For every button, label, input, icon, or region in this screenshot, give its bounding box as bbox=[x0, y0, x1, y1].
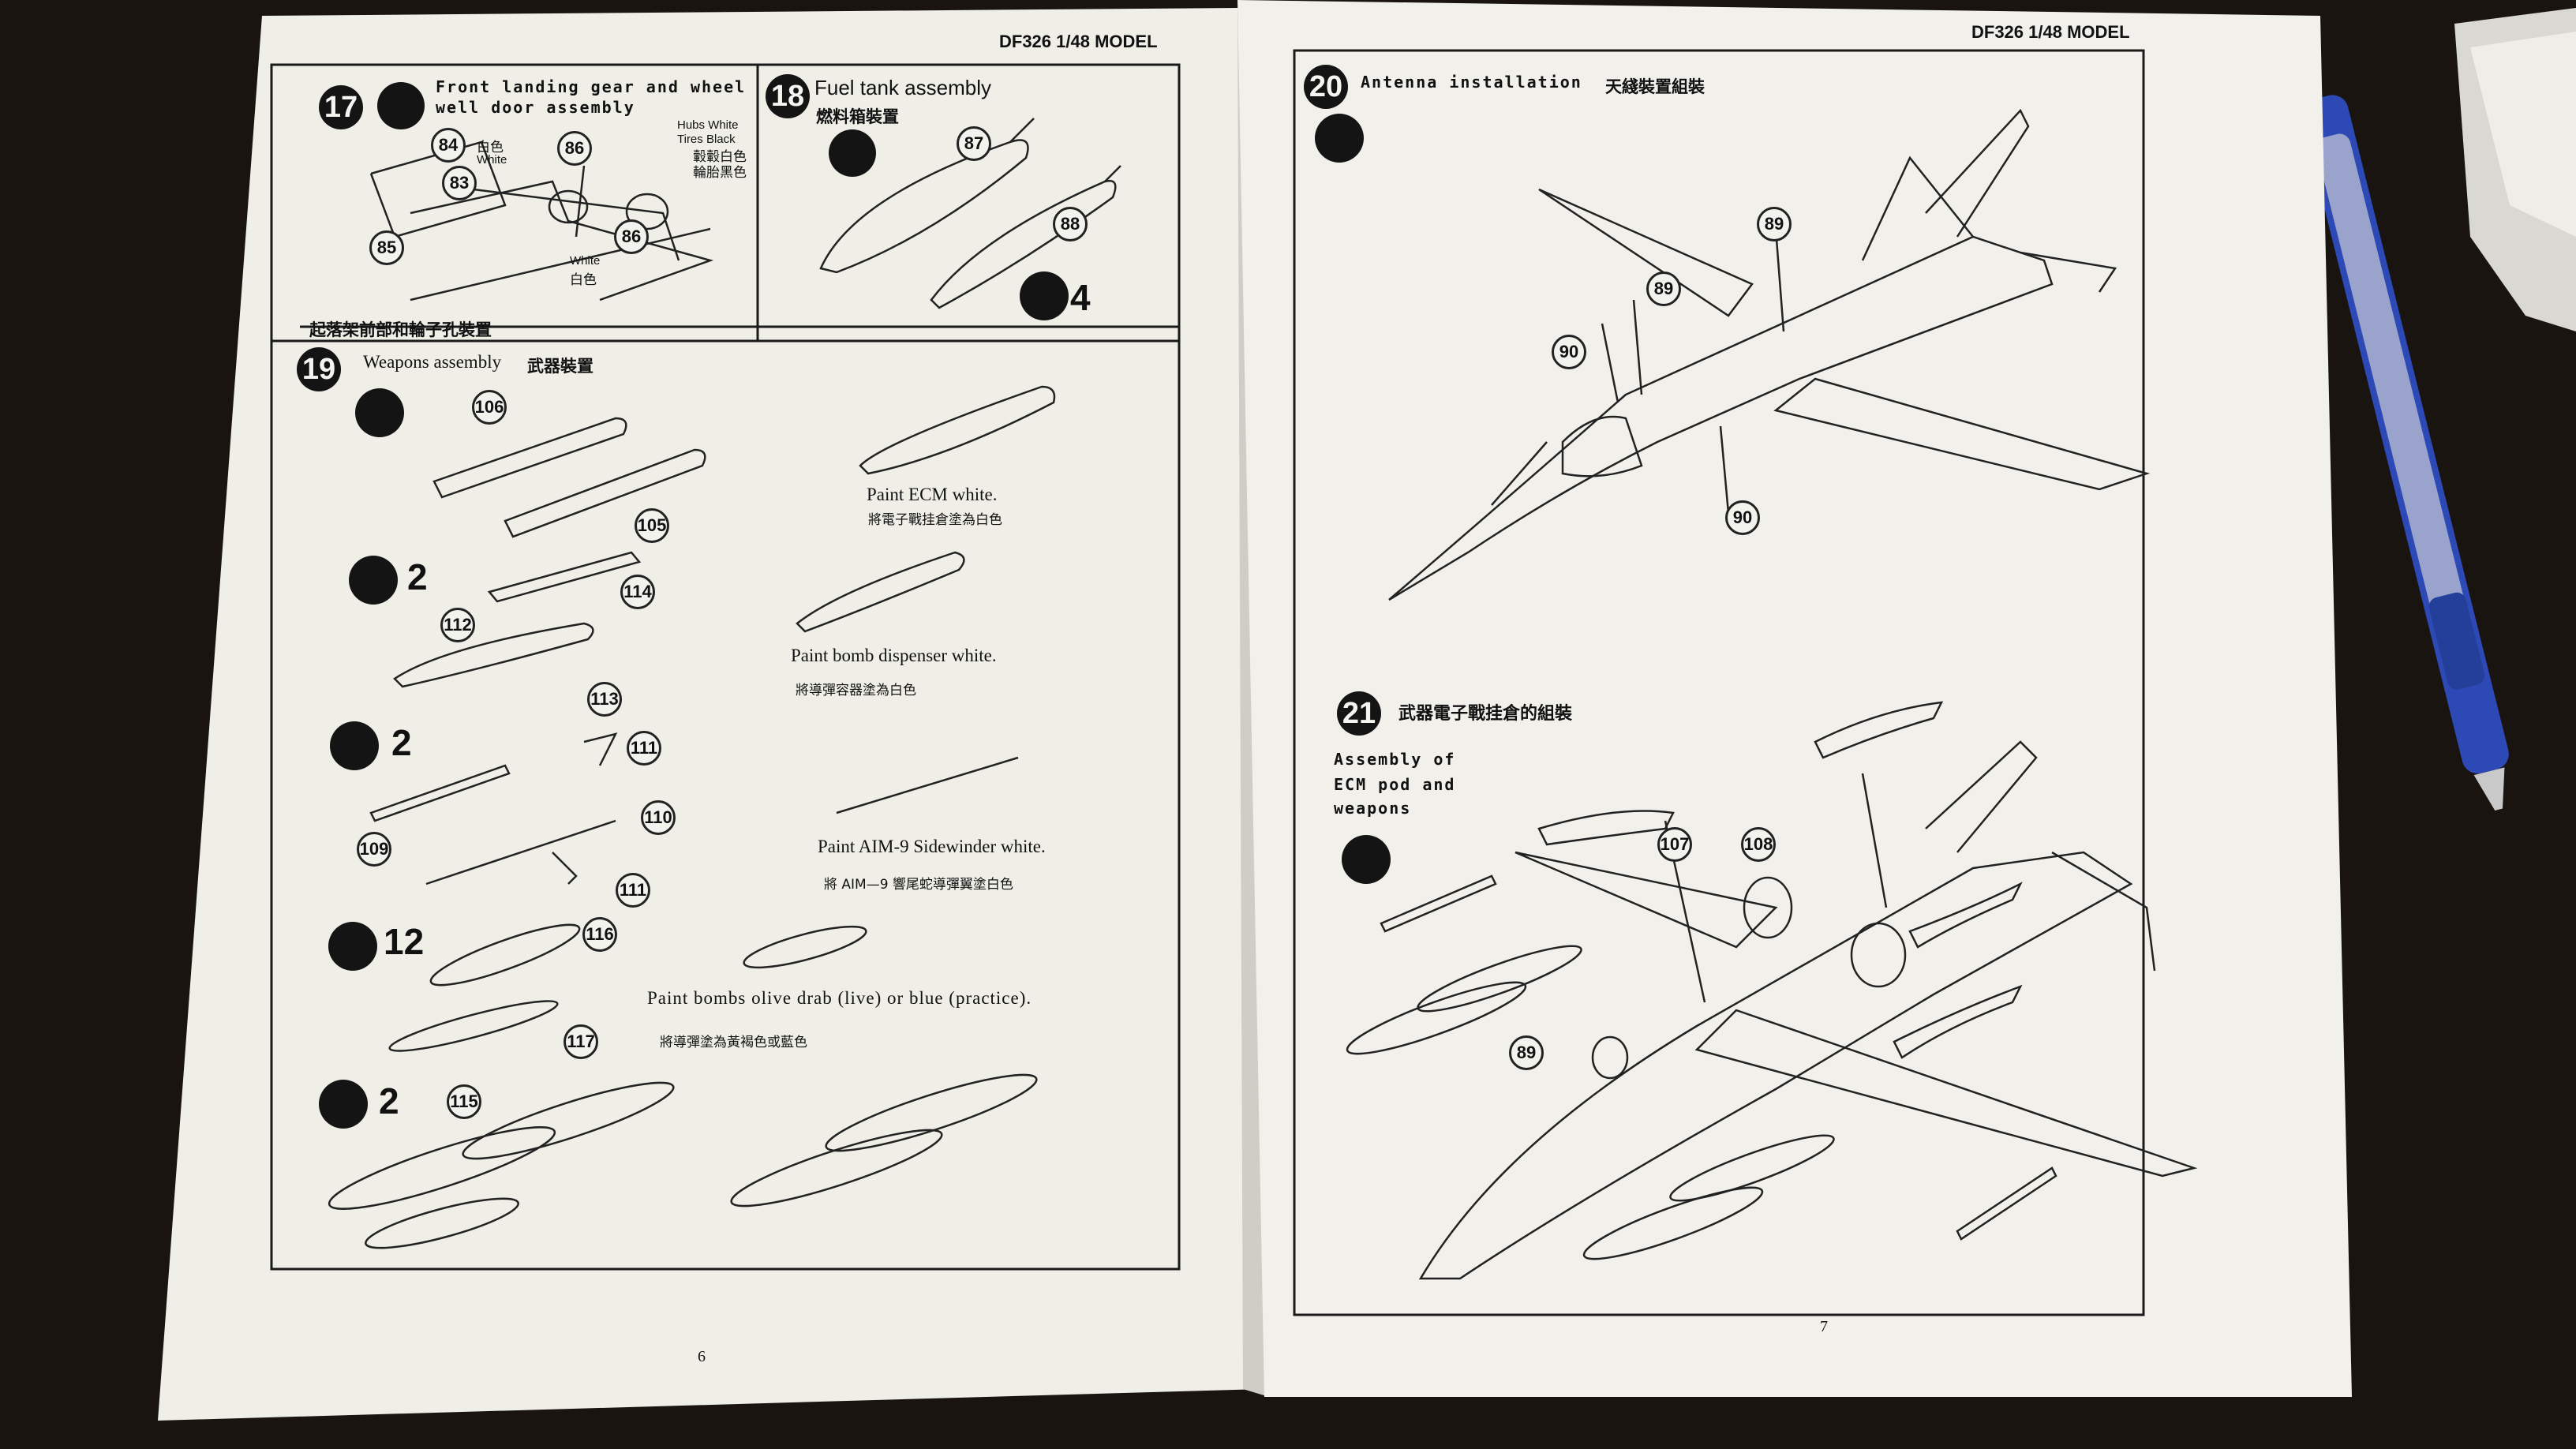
decal-water-icon-row4 bbox=[328, 922, 377, 971]
tires-note: Tires Black bbox=[677, 133, 736, 146]
step-21-title-cn: 武器電子戰挂倉的組裝 bbox=[1398, 704, 1573, 724]
note-ecm-cn: 將電子戰挂倉塗為白色 bbox=[868, 512, 1002, 528]
decal-water-icon-18 bbox=[1020, 271, 1069, 320]
glue-icon-18 bbox=[829, 129, 876, 177]
part-90b: 90 bbox=[1725, 500, 1760, 535]
part-110: 110 bbox=[641, 800, 676, 835]
part-116: 116 bbox=[582, 917, 617, 952]
part-85: 85 bbox=[369, 230, 404, 265]
part-89a: 89 bbox=[1757, 207, 1792, 242]
part-86: 86 bbox=[557, 131, 592, 166]
note-bombs-en: Paint bombs olive drab (live) or blue (p… bbox=[647, 988, 1032, 1008]
paint-white2-en: White bbox=[570, 254, 601, 268]
hubs-note: Hubs White bbox=[677, 118, 739, 132]
part-84: 84 bbox=[431, 128, 466, 163]
row3-quantity: 2 bbox=[391, 722, 412, 763]
glue-icon bbox=[377, 82, 425, 129]
step-21-title-line2: ECM pod and bbox=[1334, 775, 1456, 794]
page-number-7: 7 bbox=[1820, 1318, 1828, 1335]
glue-icon-19 bbox=[355, 388, 404, 437]
decal-water-icon-row2 bbox=[349, 556, 398, 605]
paint-white-cn: 白色 bbox=[477, 140, 504, 155]
row2-quantity: 2 bbox=[407, 556, 428, 597]
step-21-title-line1: Assembly of bbox=[1334, 750, 1456, 769]
part-111b: 111 bbox=[616, 873, 650, 908]
step-20-title: Antenna installation bbox=[1361, 73, 1582, 92]
part-113: 113 bbox=[587, 682, 622, 717]
step-21-title-line3: weapons bbox=[1334, 799, 1412, 818]
paint-white-en: White bbox=[477, 153, 507, 167]
step-18-quantity: 4 bbox=[1070, 277, 1091, 318]
part-114: 114 bbox=[620, 575, 655, 609]
step-21-number: 21 bbox=[1337, 691, 1381, 736]
decal-water-icon-row5 bbox=[319, 1080, 368, 1129]
step-19-title-cn: 武器裝置 bbox=[527, 357, 593, 376]
row4-quantity: 12 bbox=[384, 921, 425, 962]
part-89b: 89 bbox=[1646, 271, 1681, 306]
part-105: 105 bbox=[635, 508, 669, 543]
note-dispenser-en: Paint bomb dispenser white. bbox=[791, 646, 997, 665]
step-19-number: 19 bbox=[297, 347, 341, 391]
step-18-title-cn: 燃料箱裝置 bbox=[816, 107, 899, 126]
part-115: 115 bbox=[447, 1084, 481, 1119]
page-number-6: 6 bbox=[698, 1348, 706, 1365]
step-18-title: Fuel tank assembly bbox=[814, 76, 991, 99]
tires-cn: 輪胎黑色 bbox=[693, 165, 747, 181]
part-106: 106 bbox=[472, 390, 507, 425]
note-ecm-en: Paint ECM white. bbox=[867, 485, 998, 504]
step-17-title-line2: well door assembly bbox=[436, 98, 635, 117]
decal-water-icon-row3 bbox=[330, 721, 379, 770]
model-header-right: DF326 1/48 MODEL bbox=[1971, 22, 2130, 42]
paint-white2-cn: 白色 bbox=[570, 272, 597, 288]
row5-quantity: 2 bbox=[379, 1080, 399, 1121]
note-bombs-cn: 將導彈塗為黃褐色或藍色 bbox=[660, 1035, 807, 1050]
part-112: 112 bbox=[440, 608, 475, 642]
part-108: 108 bbox=[1741, 827, 1776, 862]
part-87: 87 bbox=[957, 126, 991, 161]
glue-icon-20 bbox=[1315, 114, 1364, 163]
step-20-number: 20 bbox=[1304, 65, 1348, 109]
step-20-title-cn: 天綫裝置組裝 bbox=[1605, 77, 1705, 96]
part-107: 107 bbox=[1657, 827, 1692, 862]
part-83: 83 bbox=[442, 166, 477, 200]
part-117: 117 bbox=[564, 1024, 598, 1059]
part-89c: 89 bbox=[1509, 1035, 1544, 1070]
note-dispenser-cn: 將導彈容器塗為白色 bbox=[796, 683, 916, 698]
part-86b: 86 bbox=[614, 219, 649, 254]
part-109: 109 bbox=[357, 832, 391, 867]
part-90a: 90 bbox=[1552, 335, 1586, 369]
note-aim9-en: Paint AIM-9 Sidewinder white. bbox=[818, 837, 1046, 856]
model-header-left: DF326 1/48 MODEL bbox=[999, 32, 1158, 51]
part-88: 88 bbox=[1053, 207, 1088, 242]
step-19-title: Weapons assembly bbox=[363, 352, 502, 372]
part-111: 111 bbox=[627, 731, 661, 766]
step-17-title-line1: Front landing gear and wheel bbox=[436, 77, 747, 96]
note-aim9-cn: 將 AIM—9 響尾蛇導彈翼塗白色 bbox=[824, 877, 1013, 893]
step-18-number: 18 bbox=[766, 74, 810, 118]
step-17-number: 17 bbox=[319, 85, 363, 129]
glue-icon-21 bbox=[1342, 835, 1391, 884]
hubs-cn: 轂轂白色 bbox=[693, 149, 747, 165]
step-17-caption: 起落架前部和輪子孔裝置 bbox=[309, 320, 492, 339]
